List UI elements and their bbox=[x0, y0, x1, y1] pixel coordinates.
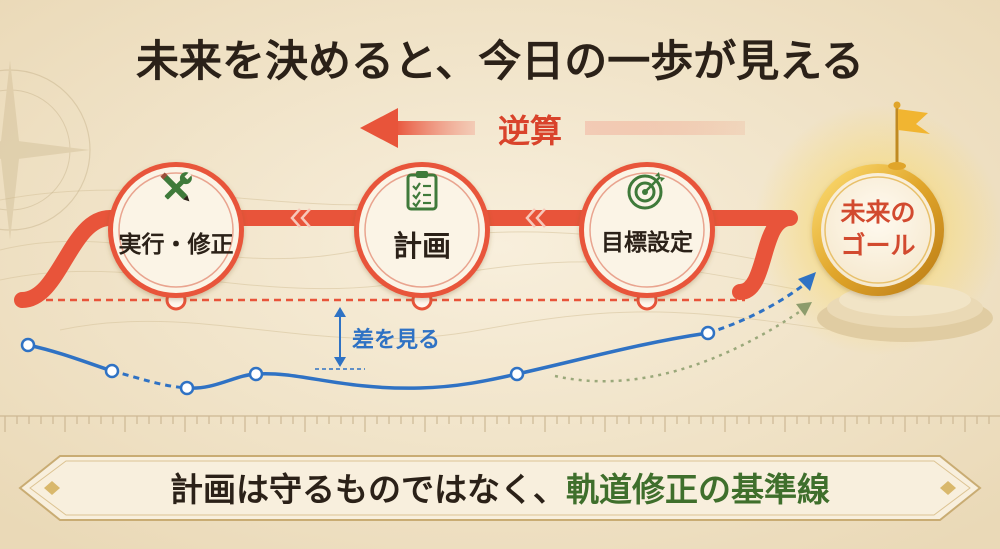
step-plan bbox=[354, 162, 490, 298]
banner-ornament-right bbox=[940, 481, 956, 495]
target-icon bbox=[627, 172, 665, 210]
plan-direction-chevrons bbox=[290, 208, 546, 228]
page-title: 未来を決めると、今日の一歩が見える bbox=[136, 37, 864, 87]
actual-path-arrowhead bbox=[798, 272, 816, 291]
checklist-icon bbox=[406, 171, 438, 211]
bottom-banner-text-part1: 計画は守るものではなく、 bbox=[170, 470, 566, 509]
goal-label-line2: ゴール bbox=[840, 231, 915, 260]
step-label-plan: 計画 bbox=[393, 229, 451, 263]
alternative-path-dotted bbox=[554, 306, 806, 383]
reverse-arrow bbox=[360, 108, 745, 148]
bottom-banner-text-part2: 軌道修正の基準線 bbox=[566, 470, 830, 509]
bottom-banner bbox=[18, 455, 982, 521]
actual-path-projection-dashed bbox=[707, 278, 811, 335]
actual-path-solid-1 bbox=[27, 343, 113, 373]
step-label-goal-setting: 目標設定 bbox=[601, 229, 693, 256]
bottom-banner-text: 計画は守るものではなく、軌道修正の基準線 bbox=[170, 470, 830, 509]
flag-icon bbox=[888, 101, 930, 170]
step-goal-setting bbox=[579, 162, 715, 298]
compass-rose-decoration bbox=[0, 60, 91, 240]
goal-label-line1: 未来の bbox=[840, 198, 915, 227]
gap-marker bbox=[315, 307, 365, 370]
banner-ornament-left bbox=[44, 481, 60, 495]
step-label-execute-correct: 実行・修正 bbox=[119, 231, 234, 258]
gap-label: 差を見る bbox=[352, 327, 440, 353]
reverse-label: 逆算 bbox=[498, 112, 562, 150]
alternative-path-arrowhead bbox=[796, 302, 812, 316]
goal-medallion bbox=[812, 164, 944, 296]
pencil-wrench-icon bbox=[160, 172, 192, 202]
step-execute-correct bbox=[108, 162, 244, 298]
actual-path-nodes bbox=[20, 325, 716, 396]
ruler-scale bbox=[0, 415, 1000, 432]
actual-path-dashed-1 bbox=[111, 369, 188, 390]
